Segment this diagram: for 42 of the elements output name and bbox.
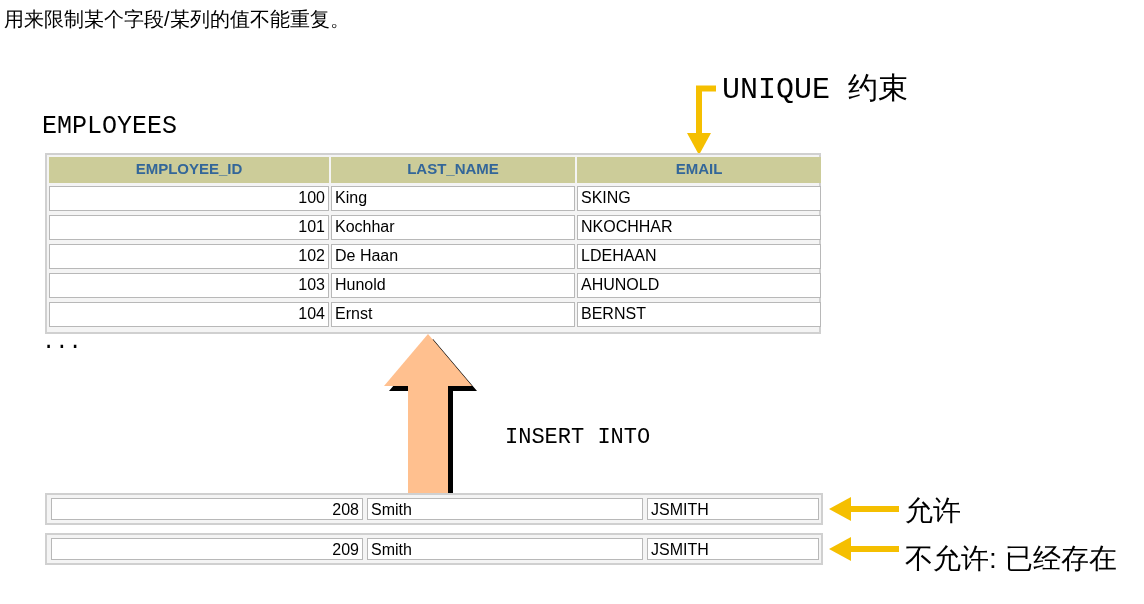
column-header: EMAIL xyxy=(577,157,821,183)
table-row xyxy=(45,493,823,525)
table-row xyxy=(47,271,819,300)
arrow xyxy=(687,85,716,155)
data-cell: De Haan xyxy=(331,244,575,269)
data-cell: 103 xyxy=(49,273,329,298)
data-cell: AHUNOLD xyxy=(577,273,821,298)
insert-arrow xyxy=(384,334,477,493)
data-cell: 101 xyxy=(49,215,329,240)
table-row xyxy=(47,300,819,329)
data-cell: King xyxy=(331,186,575,211)
table-title: EMPLOYEES xyxy=(42,112,178,141)
data-cell: 100 xyxy=(49,186,329,211)
column-header: LAST_NAME xyxy=(331,157,575,183)
data-cell: NKOCHHAR xyxy=(577,215,821,240)
data-cell: Smith xyxy=(367,538,643,560)
note-text: 不允许: 已经存在 xyxy=(905,540,1117,578)
heading-text: 用来限制某个字段/某列的值不能重复。 xyxy=(4,7,350,32)
data-cell: 102 xyxy=(49,244,329,269)
arrow xyxy=(829,537,899,561)
table-row xyxy=(45,533,823,565)
constraint-label: UNIQUE 约束 xyxy=(722,68,909,109)
data-cell: SKING xyxy=(577,186,821,211)
arrow xyxy=(829,497,899,521)
data-cell: JSMITH xyxy=(647,498,819,520)
data-cell: 104 xyxy=(49,302,329,327)
table-row xyxy=(47,184,819,213)
data-cell: 209 xyxy=(51,538,363,560)
note-text: 允许 xyxy=(905,492,961,530)
data-cell: Smith xyxy=(367,498,643,520)
data-cell: BERNST xyxy=(577,302,821,327)
data-cell: 208 xyxy=(51,498,363,520)
table-row xyxy=(47,242,819,271)
data-cell: Ernst xyxy=(331,302,575,327)
table-row xyxy=(47,213,819,242)
ellipsis-text: ... xyxy=(42,330,82,355)
data-cell: LDEHAAN xyxy=(577,244,821,269)
column-header: EMPLOYEE_ID xyxy=(49,157,329,183)
data-cell: JSMITH xyxy=(647,538,819,560)
data-cell: Kochhar xyxy=(331,215,575,240)
table-row xyxy=(47,155,819,184)
data-cell: Hunold xyxy=(331,273,575,298)
